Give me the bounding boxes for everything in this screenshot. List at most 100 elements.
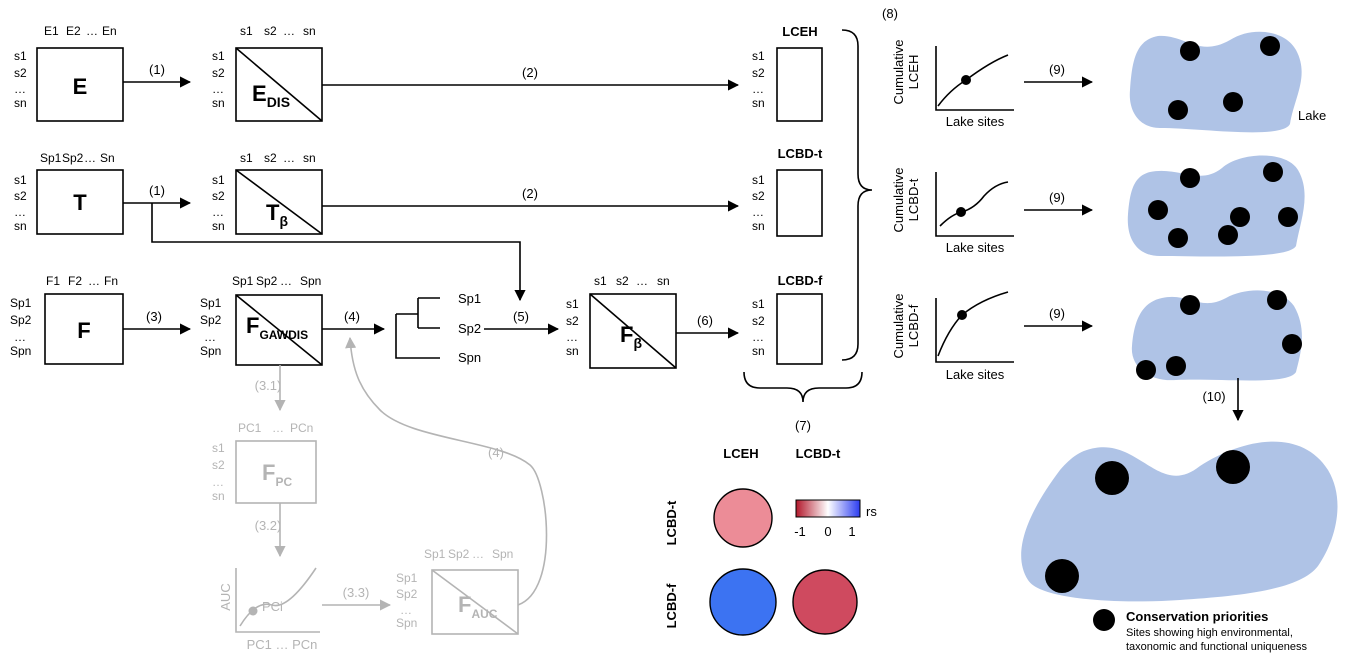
rs-tick: 0	[824, 524, 831, 539]
row-label: s2	[212, 66, 225, 80]
matrix-T: Sp1 Sp2 … Sn s1 s2 … sn T	[14, 151, 124, 235]
row-label: s2	[14, 66, 27, 80]
output-box	[776, 169, 823, 237]
matrix-letter: FGAWDIS	[246, 313, 308, 342]
step-label: (3.3)	[343, 585, 370, 600]
row-label: s1	[752, 173, 765, 187]
matrix-box	[36, 47, 124, 122]
site-dot	[1263, 162, 1283, 182]
row-label: sn	[212, 96, 225, 110]
step-label: (3.1)	[255, 378, 282, 393]
tree-tip: Sp1	[458, 291, 481, 306]
matrix-letter: FPC	[262, 460, 292, 489]
col-label: …	[88, 274, 100, 288]
col-label: …	[283, 151, 295, 165]
step-label: (3)	[146, 309, 162, 324]
matrix-F-beta: s1 s2 … sn s1 s2 … sn Fβ	[566, 274, 677, 369]
col-label: PC1	[238, 421, 262, 435]
priority-site-dot	[1095, 461, 1129, 495]
row-label: sn	[212, 489, 225, 503]
matrix-F-PC-box	[235, 440, 317, 504]
matrix-diagonal	[235, 169, 323, 235]
site-dot	[1168, 100, 1188, 120]
tree-tip: Sp2	[458, 321, 481, 336]
output-box	[776, 293, 823, 365]
auc-ylabel: AUC	[218, 583, 233, 610]
plot-curve	[937, 54, 1009, 107]
matrix-diagonal	[431, 569, 519, 635]
col-label: …	[283, 24, 295, 38]
row-label: s1	[14, 49, 27, 63]
plot-ylabel: Cumulative	[891, 39, 906, 104]
legend-dot	[1093, 609, 1115, 631]
col-label: s1	[594, 274, 607, 288]
col-label: …	[86, 24, 98, 38]
step-label: (1)	[149, 62, 165, 77]
step-label: (2)	[522, 186, 538, 201]
rs-gradient	[795, 499, 861, 518]
matrix-E-DIS: s1 s2 … sn s1 s2 … sn EDIS	[212, 24, 323, 122]
cumulative-plot-lceh: Cumulative LCEH Lake sites	[891, 39, 1014, 129]
matrix-E: E1 E2 … En s1 s2 … sn E	[14, 24, 124, 122]
plot-xlabel: Lake sites	[946, 240, 1005, 255]
step-label: (4)	[488, 445, 504, 460]
arrow-4-back	[345, 336, 548, 606]
row-label: …	[752, 330, 764, 344]
corr-col-header: LCBD-t	[796, 446, 841, 461]
step-label: (9)	[1049, 306, 1065, 321]
row-label: …	[212, 475, 224, 489]
row-label: Sp1	[10, 296, 32, 310]
row-label: Spn	[396, 616, 417, 630]
row-label: Sp1	[200, 296, 222, 310]
col-label: s2	[616, 274, 629, 288]
plot-axes	[935, 172, 1014, 237]
brace-bottom	[743, 371, 863, 403]
row-label: Sp1	[396, 571, 418, 585]
grey-branch: (3.1) PC1 … PCn s1 s2 … sn FPC (3.2) AUC…	[212, 336, 548, 652]
col-label: Sp2	[256, 274, 278, 288]
step-label: (8)	[882, 6, 898, 21]
col-label: …	[472, 547, 484, 561]
col-label: En	[102, 24, 117, 38]
col-label: sn	[303, 151, 316, 165]
site-dot	[1180, 168, 1200, 188]
cumulative-plot-lcbd-t: Cumulative LCBD-t Lake sites	[891, 167, 1014, 255]
site-dot	[1136, 360, 1156, 380]
row-label: s2	[212, 189, 225, 203]
matrix-letter: T	[73, 190, 87, 215]
row-label: …	[14, 330, 26, 344]
output-title: LCBD-f	[778, 273, 823, 288]
matrix-box	[36, 169, 124, 235]
site-dot	[1168, 228, 1188, 248]
output-title: LCBD-t	[778, 146, 823, 161]
site-dot	[1260, 36, 1280, 56]
rs-tick: -1	[794, 524, 806, 539]
step-label: (9)	[1049, 62, 1065, 77]
legend-title: Conservation priorities	[1126, 609, 1268, 624]
step-label: (10)	[1202, 389, 1225, 404]
row-label: s2	[752, 314, 765, 328]
row-label: sn	[14, 96, 27, 110]
col-label: sn	[303, 24, 316, 38]
col-label: E1	[44, 24, 59, 38]
plot-point	[961, 75, 971, 85]
cumulative-plot-lcbd-f: Cumulative LCBD-f Lake sites	[891, 291, 1014, 382]
site-dot	[1230, 207, 1250, 227]
priority-site-dot	[1216, 450, 1250, 484]
row-label: s1	[212, 441, 225, 455]
row-label: s2	[14, 189, 27, 203]
legend-desc: taxonomic and functional uniqueness	[1126, 641, 1308, 653]
col-label: …	[636, 274, 648, 288]
row-label: …	[752, 205, 764, 219]
row-label: Spn	[10, 344, 31, 358]
output-lcbd-f: LCBD-f s1 s2 … sn	[752, 273, 823, 365]
row-label: s2	[752, 66, 765, 80]
plot-axes	[935, 298, 1014, 363]
matrix-F: F1 F2 … Fn Sp1 Sp2 … Spn F	[10, 274, 124, 365]
matrix-diagonal	[589, 293, 677, 369]
row-label: …	[752, 82, 764, 96]
col-label: Sn	[100, 151, 115, 165]
row-label: …	[566, 330, 578, 344]
row-label: …	[212, 82, 224, 96]
col-label: s2	[264, 24, 277, 38]
